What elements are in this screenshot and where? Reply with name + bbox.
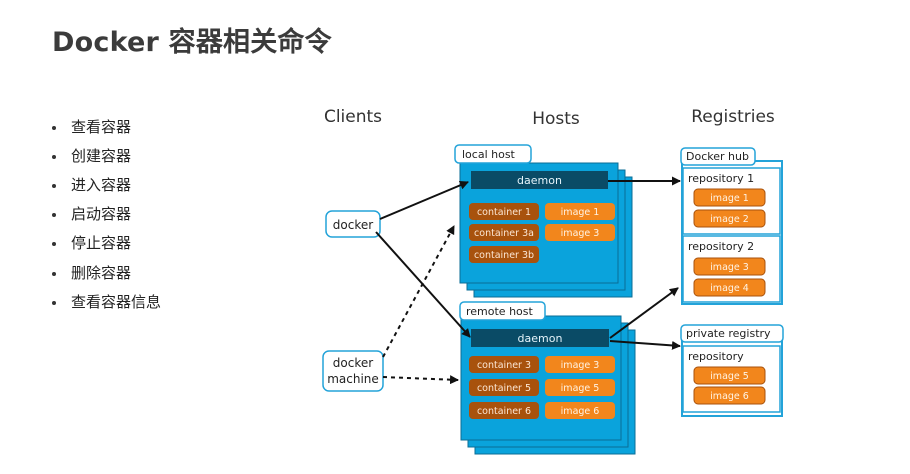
registry-label-tab (680, 147, 756, 166)
host-label-tab (454, 144, 532, 164)
image-box (693, 209, 766, 228)
repository-label: repository (688, 350, 744, 363)
docker-machine-client: docker machine (322, 350, 384, 392)
image-label: image 5 (710, 371, 749, 382)
docker-machine-label-line1: docker (333, 356, 373, 370)
list-item: 进入容器 (52, 170, 161, 199)
list-item: 创建容器 (52, 141, 161, 170)
bullet-icon (52, 125, 56, 130)
image-box (545, 379, 615, 396)
container-box (469, 379, 539, 396)
hosts-header: Hosts (532, 109, 580, 129)
list-item: 停止容器 (52, 229, 161, 258)
image-box (693, 366, 766, 385)
daemon-box (471, 329, 609, 347)
client-box (322, 350, 384, 392)
daemon-label: daemon (517, 174, 562, 187)
image-box (545, 224, 615, 241)
docker-client: docker (325, 210, 381, 238)
arrow-docker-to-local-daemon (379, 180, 469, 220)
local-host: local host daemon container 1 container … (454, 144, 633, 298)
image-label: image 6 (710, 391, 749, 402)
container-box (469, 203, 539, 220)
arrow-machine-to-remote-host (382, 375, 459, 385)
arrow-machine-to-local-host (382, 225, 455, 358)
clients-header: Clients (324, 107, 382, 127)
image-label: image 1 (561, 207, 600, 218)
list-item: 查看容器 (52, 112, 161, 141)
image-label: image 5 (561, 383, 600, 394)
container-label: container 5 (477, 383, 531, 394)
private-registry: private registry repository image 5 imag… (680, 324, 784, 417)
image-label: image 4 (710, 283, 749, 294)
bullet-icon (52, 271, 56, 276)
arrow-remote-daemon-to-private-registry (609, 340, 681, 350)
docker-hub-label: Docker hub (686, 150, 749, 163)
bullet-icon (52, 242, 56, 247)
image-label: image 3 (561, 228, 600, 239)
remote-host: remote host daemon container 3 container… (459, 301, 636, 455)
image-box (545, 203, 615, 220)
container-label: container 3 (477, 360, 531, 371)
bullet-icon (52, 154, 56, 159)
container-box (469, 402, 539, 419)
image-label: image 3 (710, 262, 749, 273)
container-label: container 3a (474, 228, 534, 239)
registries-header: Registries (691, 107, 775, 127)
host-label-tab (459, 301, 546, 321)
list-item: 删除容器 (52, 258, 161, 287)
daemon-label: daemon (518, 332, 563, 345)
docker-client-label: docker (333, 218, 373, 232)
image-label: image 1 (710, 193, 749, 204)
slide-title: Docker 容器相关命令 (52, 27, 332, 58)
command-list: 查看容器 创建容器 进入容器 启动容器 停止容器 删除容器 查看容器信息 (52, 112, 161, 316)
docker-hub-registry: Docker hub repository 1 image 1 image 2 … (680, 147, 783, 305)
repository-label: repository 2 (688, 240, 754, 253)
bullet-icon (52, 213, 56, 218)
connections (375, 176, 681, 385)
arrow-remote-daemon-to-docker-hub (609, 287, 679, 339)
bullet-icon (52, 183, 56, 188)
list-item: 查看容器信息 (52, 287, 161, 316)
remote-host-label: remote host (466, 305, 534, 318)
image-label: image 3 (561, 360, 600, 371)
local-host-label: local host (462, 148, 516, 161)
image-box (693, 188, 766, 207)
client-box (325, 210, 381, 238)
repository-label: repository 1 (688, 172, 754, 185)
image-label: image 6 (561, 406, 600, 417)
list-item: 启动容器 (52, 200, 161, 229)
daemon-box (471, 171, 608, 189)
image-box (693, 278, 766, 297)
image-box (545, 356, 615, 373)
registry-label-tab (680, 324, 784, 343)
image-box (693, 386, 766, 405)
container-box (469, 224, 539, 241)
container-label: container 6 (477, 406, 531, 417)
image-label: image 2 (710, 214, 749, 225)
private-registry-label: private registry (686, 327, 771, 340)
container-box (469, 356, 539, 373)
docker-machine-label-line2: machine (327, 372, 379, 386)
container-label: container 3b (474, 250, 534, 261)
container-label: container 1 (477, 207, 531, 218)
image-box (545, 402, 615, 419)
bullet-icon (52, 300, 56, 305)
container-box (469, 246, 539, 263)
image-box (693, 257, 766, 276)
